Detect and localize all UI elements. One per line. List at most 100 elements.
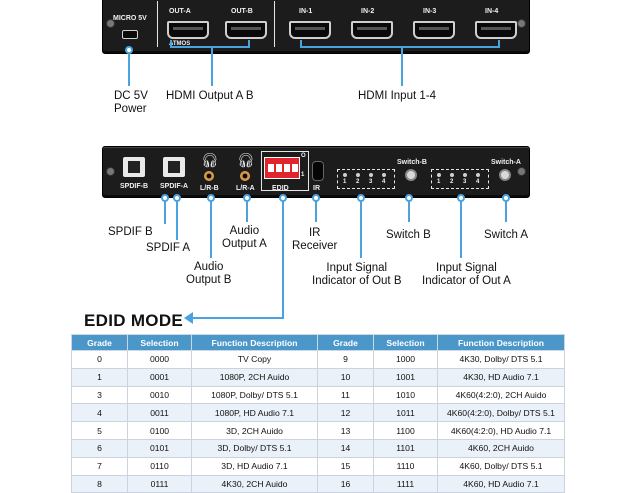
spdif-b-label: SPDIF-B [120, 183, 148, 190]
table-cell: 1080P, Dolby/ DTS 5.1 [191, 385, 318, 405]
edid-label: EDID [272, 185, 289, 192]
led-indicator-icon [476, 173, 480, 177]
table-cell: 4K30, Dolby/ DTS 5.1 [437, 350, 565, 369]
switch-b-panel-label: Switch-B [397, 159, 427, 166]
table-cell: 4K60, Dolby/ DTS 5.1 [437, 456, 565, 476]
column-header: Grade [71, 334, 128, 351]
headphone-icon: 🎧︎ [201, 152, 219, 168]
table-cell: 0111 [127, 474, 192, 493]
led-indicator-icon [382, 173, 386, 177]
in-2-label: IN-2 [361, 8, 375, 15]
dip-on-label: O [301, 153, 306, 159]
table-cell: 1110 [373, 456, 438, 476]
table-cell: 12 [317, 403, 374, 423]
table-cell: 14 [317, 438, 374, 458]
switch-b-annotation: Switch B [386, 229, 431, 241]
table-cell: 0011 [127, 403, 192, 423]
table-cell: 4 [71, 403, 128, 423]
switch-b-button[interactable] [405, 169, 417, 181]
leader-line [401, 46, 403, 86]
device-rear-panel: SPDIF-B SPDIF-A 🎧︎ 🎧︎ L/R-B L/R-A O 1 ED… [102, 146, 530, 198]
leader-line [192, 317, 284, 319]
led-indicator-icon [369, 173, 373, 177]
leader-dot [125, 46, 133, 54]
table-cell: 1111 [373, 474, 438, 493]
table-cell: 4K30, 2CH Auido [191, 474, 318, 493]
leader-line [211, 46, 213, 86]
spdif-a-port-icon [163, 157, 185, 177]
leader-line [248, 40, 250, 48]
leader-line [170, 40, 172, 48]
panel-divider [274, 1, 275, 47]
table-cell: 16 [317, 474, 374, 493]
spdif-a-label: SPDIF-A [160, 183, 188, 190]
table-cell: 0100 [127, 421, 192, 440]
led-num-label: 4 [382, 179, 386, 185]
micro-5v-label: MICRO 5V [113, 15, 147, 22]
spdif-b-annotation: SPDIF B [108, 226, 153, 238]
hdmi-in-3-port-icon [413, 21, 455, 39]
headphone-icon: 🎧︎ [237, 152, 255, 168]
table-cell: 5 [71, 421, 128, 440]
leader-line [498, 40, 500, 48]
leader-line [210, 200, 212, 258]
table-cell: 3D, HD Audio 7.1 [191, 456, 318, 476]
led-indicator-icon [356, 173, 360, 177]
leader-line [164, 200, 166, 224]
table-cell: 1080P, 2CH Auido [191, 367, 318, 387]
table-cell: 0000 [127, 350, 192, 369]
dip-one-label: 1 [301, 172, 305, 178]
panel-divider [157, 1, 158, 47]
screw-icon [106, 19, 115, 28]
led-group-out-b [337, 169, 395, 189]
led-indicator-icon [437, 173, 441, 177]
table-cell: 3D, 2CH Auido [191, 421, 318, 440]
leader-line [282, 200, 284, 318]
led-num-label: 1 [437, 179, 441, 185]
column-header: Grade [317, 334, 374, 351]
led-num-label: 4 [476, 179, 480, 185]
hdmi-in-2-port-icon [351, 21, 393, 39]
table-cell: 4K30, HD Audio 7.1 [437, 367, 565, 387]
column-header: Function Description [191, 334, 318, 351]
lr-a-label: L/R-A [236, 185, 255, 192]
switch-a-annotation: Switch A [484, 229, 529, 241]
leader-bracket [300, 46, 500, 48]
table-cell: 0001 [127, 367, 192, 387]
table-cell: 1100 [373, 421, 438, 440]
switch-a-button[interactable] [499, 169, 511, 181]
table-cell: 4K60(4:2:0), Dolby/ DTS 5.1 [437, 403, 565, 423]
leader-line [246, 200, 248, 222]
screw-icon [106, 167, 115, 176]
table-cell: 13 [317, 421, 374, 440]
table-cell: 1101 [373, 438, 438, 458]
spdif-b-port-icon [123, 157, 145, 177]
arrow-left-icon [184, 312, 193, 324]
column-header: Selection [127, 334, 192, 351]
led-num-label: 2 [450, 179, 454, 185]
table-cell: 1010 [373, 385, 438, 405]
ir-label: IR [313, 185, 320, 192]
led-num-label: 3 [463, 179, 467, 185]
leader-line [408, 200, 410, 222]
table-cell: 3 [71, 385, 128, 405]
table-header-row: Grade Selection Function Description Gra… [71, 334, 565, 351]
out-a-label: OUT-A [169, 8, 191, 15]
out-b-label: OUT-B [231, 8, 253, 15]
leader-line [505, 200, 507, 222]
audio-jack-a-icon [240, 171, 250, 181]
in-4-label: IN-4 [485, 8, 499, 15]
table-cell: 1080P, HD Audio 7.1 [191, 403, 318, 423]
led-indicator-icon [450, 173, 454, 177]
hdmi-in-4-port-icon [475, 21, 517, 39]
edid-dip-switch[interactable] [264, 157, 300, 179]
table-cell: 8 [71, 474, 128, 493]
lr-b-label: L/R-B [200, 185, 219, 192]
